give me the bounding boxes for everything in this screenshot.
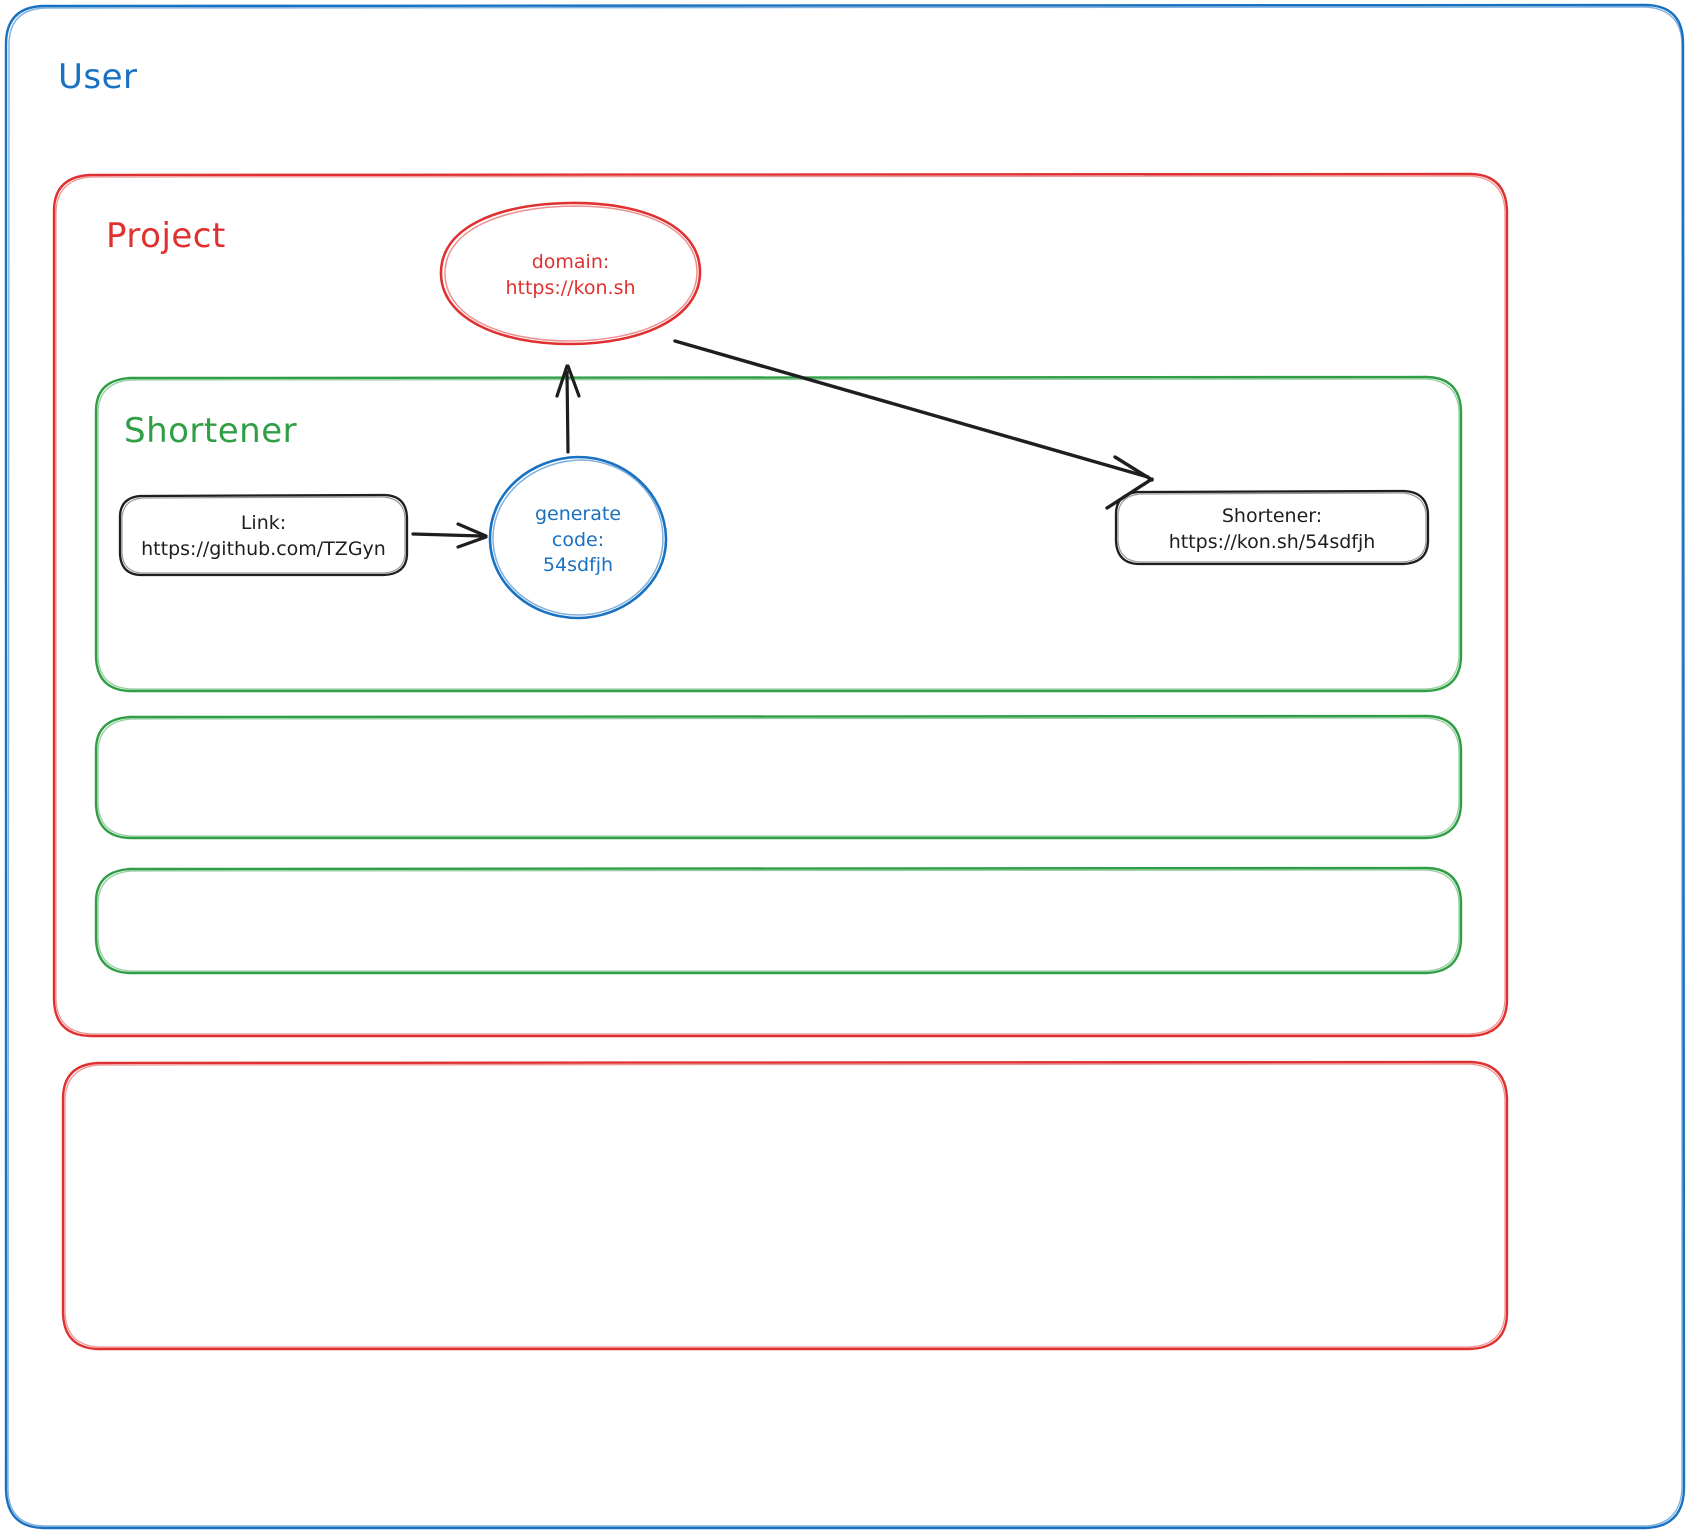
node-link-line-1: Link: <box>240 512 287 534</box>
node-link[interactable] <box>118 493 409 577</box>
node-shortener-result-text: Shortener: https://kon.sh/54sdfjh <box>1116 504 1428 555</box>
node-domain-text: domain: https://kon.sh <box>441 250 700 301</box>
node-generate-code[interactable] <box>488 455 668 620</box>
container-shortener[interactable] <box>94 375 1463 693</box>
node-shortener-result[interactable] <box>1114 489 1430 566</box>
container-project-empty[interactable] <box>61 1060 1509 1351</box>
container-user[interactable] <box>4 3 1686 1530</box>
node-domain[interactable] <box>439 201 702 346</box>
node-shortener-result-line-1: Shortener: <box>1221 505 1323 527</box>
node-domain-line-2: https://kon.sh <box>505 276 636 299</box>
node-domain-line-1: domain: <box>531 251 610 273</box>
container-shortener-empty-2[interactable] <box>94 866 1463 975</box>
container-project[interactable] <box>52 172 1509 1038</box>
node-generate-code-line-3: 54sdfjh <box>542 554 614 577</box>
node-link-line-2: https://github.com/TZGyn <box>141 537 386 560</box>
node-generate-code-line-2: code: <box>551 528 605 551</box>
arrow-generate-to-domain <box>555 364 581 454</box>
node-generate-code-line-1: generate <box>534 503 622 525</box>
arrow-link-to-generate <box>411 522 488 549</box>
container-shortener-empty-1[interactable] <box>94 714 1463 840</box>
node-shortener-result-line-2: https://kon.sh/54sdfjh <box>1168 530 1376 553</box>
node-link-text: Link: https://github.com/TZGyn <box>120 511 407 562</box>
node-generate-code-text: generate code: 54sdfjh <box>490 502 666 579</box>
arrow-domain-to-result <box>673 339 1154 510</box>
